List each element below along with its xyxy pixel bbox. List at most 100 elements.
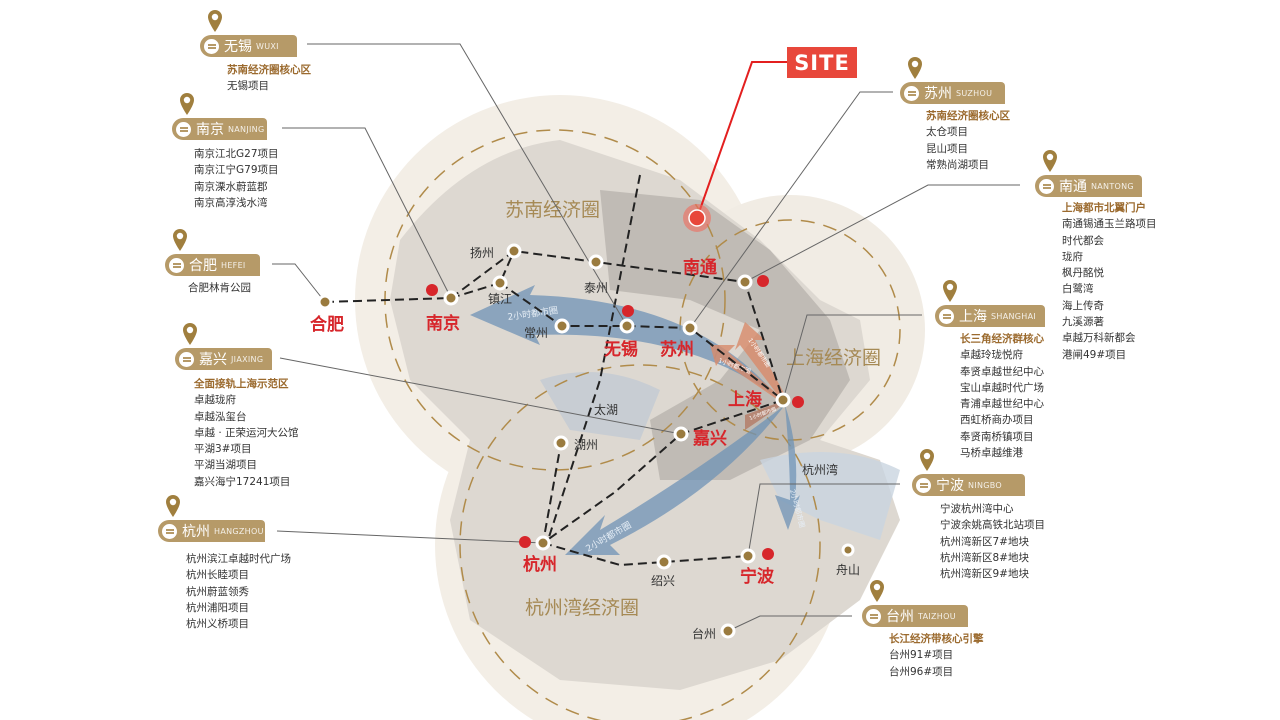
city-dots xyxy=(317,243,855,639)
project-item: 嘉兴海宁17241项目 xyxy=(194,475,291,488)
connector-lines xyxy=(272,43,1020,632)
project-item: 常熟尚湖项目 xyxy=(926,158,989,171)
project-item: 九溪源著 xyxy=(1062,316,1104,329)
project-list: 苏南经济圈核心区无锡项目 xyxy=(227,62,311,95)
city-name-en: HANGZHOU xyxy=(214,526,264,536)
project-item: 宝山卓越时代广场 xyxy=(960,381,1044,394)
project-item: 西虹桥商办项目 xyxy=(960,414,1034,427)
card-headline: 全面接轨上海示范区 xyxy=(194,378,289,390)
location-pin-icon xyxy=(870,580,884,602)
location-pin-icon xyxy=(943,280,957,302)
arrow-shanghai-3 xyxy=(745,402,782,430)
project-item: 海上传奇 xyxy=(1062,299,1104,312)
layers-icon xyxy=(866,608,881,624)
project-list: 南京江北G27项目南京江宁G79项目南京溧水蔚蓝郡南京高淳浅水湾 xyxy=(194,146,279,211)
city-name-en: NANJING xyxy=(228,124,265,134)
card-headline: 长江经济带核心引擎 xyxy=(889,633,984,645)
city-name: 宁波 xyxy=(936,478,964,494)
location-pin-icon xyxy=(183,323,197,345)
city-name-en: SHANGHAI xyxy=(991,311,1036,321)
city-name-en: NANTONG xyxy=(1091,181,1134,191)
project-item: 杭州长睦项目 xyxy=(186,569,249,582)
airport-icons xyxy=(426,275,804,560)
location-pin-icon xyxy=(1043,150,1057,172)
project-item: 南京溧水蔚蓝郡 xyxy=(194,180,268,193)
zone-label-shanghai: 上海经济圈 xyxy=(786,347,881,369)
city-tag-hangzhou[interactable]: 杭州 HANGZHOU xyxy=(158,520,265,542)
project-item: 卓越珑府 xyxy=(194,394,236,407)
project-item: 时代都会 xyxy=(1062,234,1104,247)
project-item: 马桥卓越维港 xyxy=(960,447,1023,460)
city-name-en: HEFEI xyxy=(221,260,246,270)
map-city-ningbo: 宁波 xyxy=(740,566,775,587)
map-city-suzhou: 苏州 xyxy=(660,339,694,360)
city-name: 台州 xyxy=(886,609,914,625)
location-pin-icon xyxy=(166,495,180,517)
city-tag-taizhou[interactable]: 台州 TAIZHOU xyxy=(862,605,968,627)
project-item: 杭州蔚蓝领秀 xyxy=(186,585,249,598)
project-item: 杭州湾新区7#地块 xyxy=(940,535,1029,548)
project-item: 宁波余姚高铁北站项目 xyxy=(940,519,1045,532)
project-item: 杭州滨江卓越时代广场 xyxy=(186,553,291,565)
location-pin-icon xyxy=(908,57,922,79)
city-name-en: SUZHOU xyxy=(956,88,993,98)
project-list: 上海都市北翼门户南通锡通玉兰路项目时代都会珑府枫丹酩悦白鹭湾海上传奇九溪源著卓越… xyxy=(1062,200,1157,363)
city-name: 杭州 xyxy=(182,524,210,540)
project-item: 平湖当湖项目 xyxy=(194,459,257,472)
project-item: 青浦卓越世纪中心 xyxy=(960,398,1044,411)
project-list: 苏南经济圈核心区太仓项目昆山项目常熟尚湖项目 xyxy=(926,108,1010,173)
location-pin-icon xyxy=(208,10,222,32)
layers-icon xyxy=(162,523,177,539)
city-tag-suzhou[interactable]: 苏州 SUZHOU xyxy=(900,82,1005,104)
city-tag-wuxi[interactable]: 无锡 WUXI xyxy=(200,35,297,57)
project-list: 合肥林肯公园 xyxy=(188,280,251,296)
card-headline: 上海都市北翼门户 xyxy=(1062,202,1146,214)
city-name-en: WUXI xyxy=(256,41,279,51)
project-item: 奉贤南桥镇项目 xyxy=(960,430,1034,443)
site-marker[interactable] xyxy=(688,209,706,227)
map-city-nanjing: 南京 xyxy=(426,313,460,334)
city-name-en: TAIZHOU xyxy=(918,611,956,621)
project-list: 杭州滨江卓越时代广场杭州长睦项目杭州蔚蓝领秀杭州浦阳项目杭州义桥项目 xyxy=(186,551,291,632)
card-headline: 苏南经济圈核心区 xyxy=(227,64,311,76)
map-city-wuxi: 无锡 xyxy=(603,339,638,360)
city-name: 苏州 xyxy=(924,86,952,102)
map-label-hzbay: 杭州湾 xyxy=(802,462,838,477)
project-item: 南京高淳浅水湾 xyxy=(194,196,268,209)
card-headline: 长三角经济群核心 xyxy=(960,333,1044,345)
project-item: 南通锡通玉兰路项目 xyxy=(1062,218,1157,231)
arrow-west xyxy=(470,285,780,400)
layers-icon xyxy=(904,85,919,101)
zone-circle-hzbay xyxy=(459,364,821,720)
map-city-zhenjiang: 镇江 xyxy=(488,292,512,306)
zone-label-sunan: 苏南经济圈 xyxy=(505,199,600,221)
project-item: 无锡项目 xyxy=(227,80,269,93)
project-item: 白鹭湾 xyxy=(1062,283,1094,296)
shanghai-area xyxy=(600,190,850,480)
taihu-lake xyxy=(540,372,660,440)
city-name: 无锡 xyxy=(224,39,252,55)
project-item: 港闸49#项目 xyxy=(1062,348,1127,361)
layers-icon xyxy=(916,477,931,493)
project-item: 台州96#项目 xyxy=(889,665,954,678)
map-city-shaoxing: 绍兴 xyxy=(651,574,675,588)
project-item: 珑府 xyxy=(1062,250,1083,263)
zone-label-hzbay: 杭州湾经济圈 xyxy=(525,597,639,619)
project-item: 南京江宁G79项目 xyxy=(194,164,279,177)
map-city-hangzhou: 杭州 xyxy=(523,554,557,575)
project-item: 台州91#项目 xyxy=(889,649,954,662)
project-item: 杭州浦阳项目 xyxy=(186,601,249,614)
map-city-nantong: 南通 xyxy=(683,257,717,278)
location-pin-icon xyxy=(180,93,194,115)
layers-icon xyxy=(176,121,191,137)
project-item: 平湖3#项目 xyxy=(194,443,252,456)
project-item: 卓越玲珑悦府 xyxy=(960,349,1023,362)
project-item: 卓越泓玺台 xyxy=(194,410,247,423)
